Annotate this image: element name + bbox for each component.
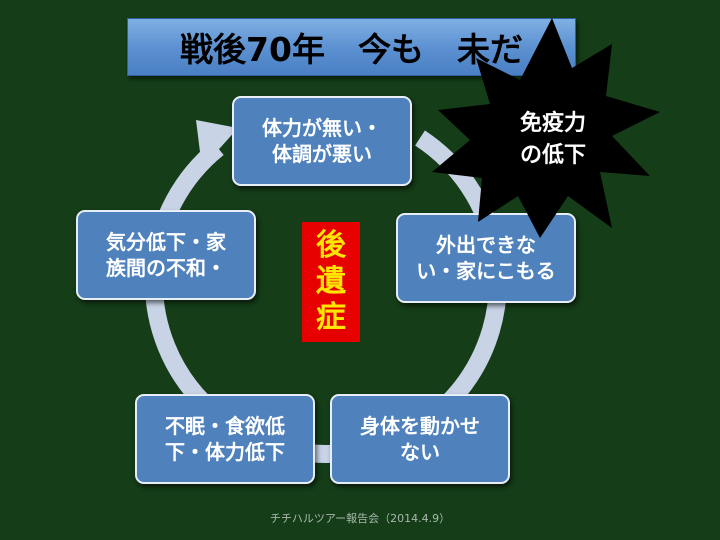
cycle-node-label: 気分低下・家 族間の不和・ [106, 230, 226, 280]
cycle-node-label: 体力が無い・ 体調が悪い [262, 116, 382, 166]
starburst-polygon [432, 18, 660, 238]
center-label-sequelae: 後 遺 症 [302, 222, 360, 342]
cycle-node-bottom-left: 不眠・食欲低 下・体力低下 [135, 394, 315, 484]
cycle-node-label: 外出できな い・家にこもる [416, 233, 556, 283]
slide-title: 戦後70年 今も 未だ [127, 18, 576, 76]
cycle-node-right: 外出できな い・家にこもる [396, 213, 576, 303]
cycle-node-label: 不眠・食欲低 下・体力低下 [165, 414, 285, 464]
cycle-node-top: 体力が無い・ 体調が悪い [232, 96, 412, 186]
cycle-node-bottom-right: 身体を動かせ ない [330, 394, 510, 484]
cycle-arrowhead [196, 120, 238, 168]
center-label-text: 後 遺 症 [316, 228, 346, 335]
cycle-node-left: 気分低下・家 族間の不和・ [76, 210, 256, 300]
slide-footer: チチハルツアー報告会（2014.4.9） [269, 512, 451, 525]
starburst-text: 免疫力 の低下 [519, 111, 586, 168]
cycle-node-label: 身体を動かせ ない [360, 414, 480, 464]
